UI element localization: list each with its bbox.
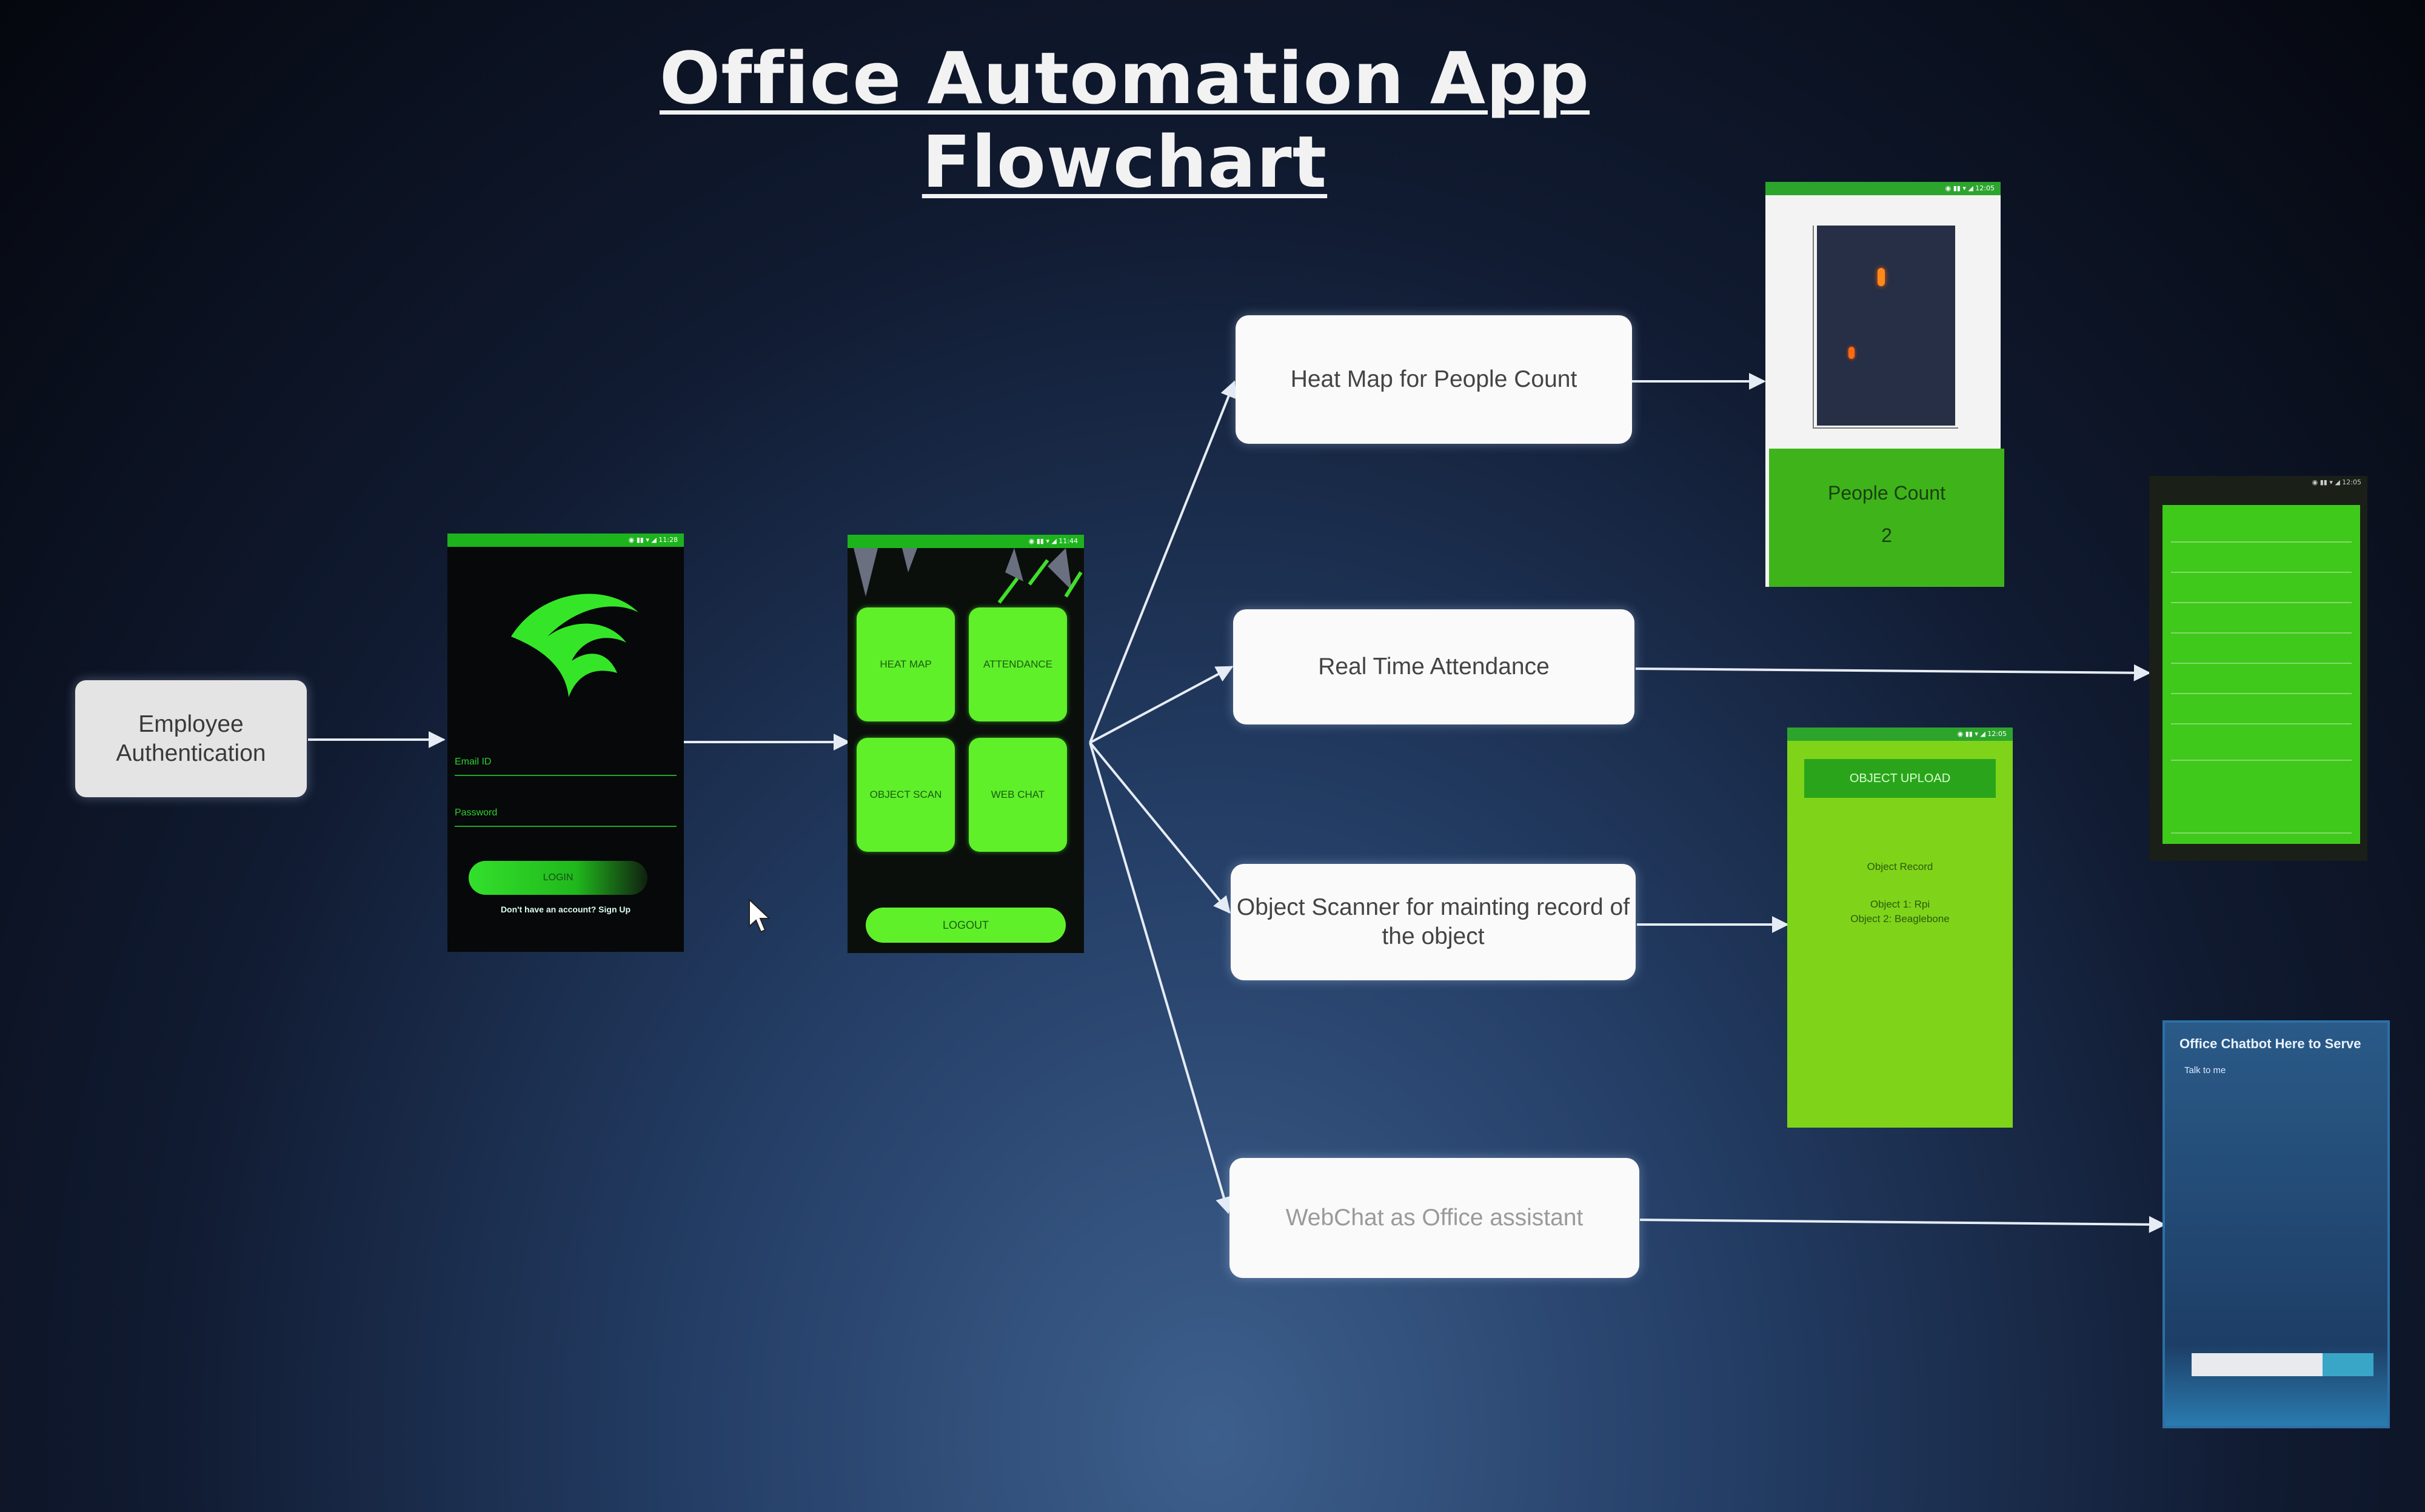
chat-send-button[interactable] bbox=[2323, 1353, 2373, 1376]
people-count-label: People Count bbox=[1828, 482, 1945, 504]
decorative-spikes bbox=[854, 548, 1083, 604]
object-scanner-screen-mockup: ◉ ▮▮ ▾ ◢ 12:05 OBJECT UPLOAD Object Reco… bbox=[1787, 728, 2013, 1128]
list-item bbox=[2171, 760, 2352, 761]
tile-heat-map[interactable]: HEAT MAP bbox=[857, 607, 955, 721]
status-bar: ◉ ▮▮ ▾ ◢ 12:05 bbox=[1765, 182, 2001, 195]
y-axis bbox=[1813, 226, 1814, 429]
people-count-value: 2 bbox=[1881, 524, 1892, 546]
node-employee-authentication: Employee Authentication bbox=[75, 680, 307, 797]
list-item bbox=[2171, 693, 2352, 694]
object-record-item: Object 1: Rpi bbox=[1870, 898, 1930, 910]
node-object-scanner: Object Scanner for mainting record of th… bbox=[1231, 864, 1636, 980]
signup-link[interactable]: Don't have an account? Sign Up bbox=[500, 905, 631, 914]
chatbot-screen-mockup: Office Chatbot Here to Serve Talk to me bbox=[2162, 1020, 2390, 1428]
password-field[interactable] bbox=[455, 826, 677, 827]
object-upload-button[interactable]: OBJECT UPLOAD bbox=[1804, 759, 1996, 798]
list-item bbox=[2171, 572, 2352, 573]
arrow-menu-to-object-scanner bbox=[1089, 741, 1231, 914]
arrow-menu-to-heatmap bbox=[1089, 380, 1237, 743]
chatbot-subtitle: Talk to me bbox=[2184, 1065, 2226, 1075]
attendance-screen-mockup: ◉ ▮▮ ▾ ◢ 12:05 bbox=[2149, 476, 2367, 861]
node-webchat: WebChat as Office assistant bbox=[1229, 1158, 1639, 1278]
login-button[interactable]: LOGIN bbox=[469, 861, 647, 895]
status-bar: ◉ ▮▮ ▾ ◢ 12:05 bbox=[1787, 728, 2013, 741]
arrow-menu-to-attendance bbox=[1089, 666, 1234, 744]
heatmap-plot bbox=[1817, 226, 1955, 426]
object-record-title: Object Record bbox=[1867, 861, 1933, 872]
arrow-attendance-to-screen bbox=[1635, 664, 2151, 681]
menu-screen-mockup: ◉ ▮▮ ▾ ◢ 11:44 HEAT MAP ATTENDANCE OBJEC… bbox=[848, 535, 1084, 953]
node-real-time-attendance: Real Time Attendance bbox=[1233, 609, 1634, 724]
object-record-item: Object 2: Beaglebone bbox=[1850, 913, 1950, 925]
email-field[interactable] bbox=[455, 775, 677, 776]
mouse-pointer-icon bbox=[749, 898, 771, 933]
status-bar: ◉ ▮▮ ▾ ◢ 11:28 bbox=[447, 534, 684, 547]
status-bar: ◉ ▮▮ ▾ ◢ 12:05 bbox=[2149, 476, 2367, 489]
arrow-menu-to-webchat bbox=[1089, 742, 1233, 1214]
node-heat-map: Heat Map for People Count bbox=[1236, 315, 1632, 444]
status-bar: ◉ ▮▮ ▾ ◢ 11:44 bbox=[848, 535, 1084, 548]
password-label: Password bbox=[455, 808, 498, 818]
arrow-webchat-to-screen bbox=[1639, 1216, 2166, 1233]
login-screen-mockup: ◉ ▮▮ ▾ ◢ 11:28 Email ID Password LOGIN D… bbox=[447, 534, 684, 952]
x-axis bbox=[1813, 427, 1958, 429]
chatbot-title: Office Chatbot Here to Serve bbox=[2179, 1036, 2361, 1051]
list-item bbox=[2171, 632, 2352, 634]
heatmap-screen-mockup: ◉ ▮▮ ▾ ◢ 12:05 People Count 2 bbox=[1765, 182, 2004, 587]
heat-spot bbox=[1878, 268, 1885, 286]
list-item bbox=[2171, 723, 2352, 724]
list-item bbox=[2171, 663, 2352, 664]
list-item bbox=[2171, 832, 2352, 834]
list-item bbox=[2171, 602, 2352, 603]
diagram-title: Office Automation App Flowchart bbox=[659, 36, 1590, 204]
people-count-panel: People Count 2 bbox=[1769, 449, 2004, 587]
list-item bbox=[2171, 541, 2352, 543]
heat-spot bbox=[1848, 347, 1855, 359]
tile-web-chat[interactable]: WEB CHAT bbox=[969, 738, 1067, 852]
tile-object-scan[interactable]: OBJECT SCAN bbox=[857, 738, 955, 852]
tile-attendance[interactable]: ATTENDANCE bbox=[969, 607, 1067, 721]
logout-button[interactable]: LOGOUT bbox=[866, 908, 1066, 943]
email-label: Email ID bbox=[455, 757, 492, 767]
logo-icon bbox=[511, 594, 638, 697]
attendance-list bbox=[2162, 505, 2360, 844]
